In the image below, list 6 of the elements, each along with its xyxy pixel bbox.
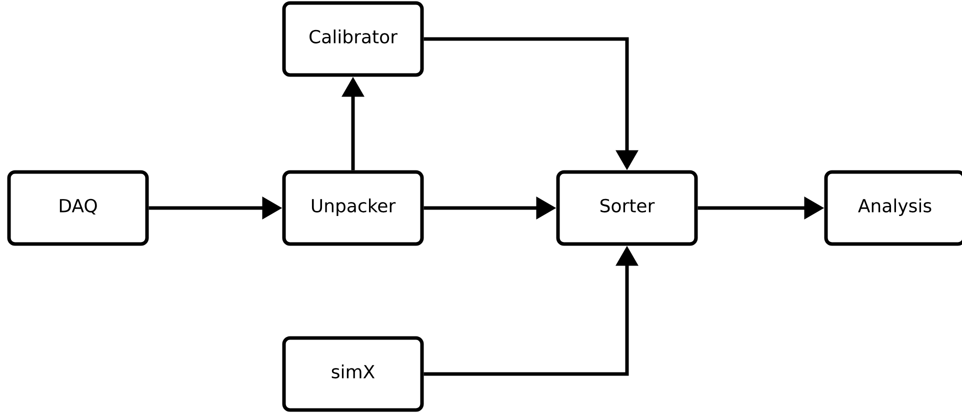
process-box: Unpacker [282, 170, 424, 246]
process-box: simX [282, 336, 424, 412]
process-box: Sorter [556, 170, 698, 246]
process-box: Analysis [824, 170, 962, 246]
process-box: Calibrator [282, 1, 424, 77]
process-box: DAQ [7, 170, 149, 246]
